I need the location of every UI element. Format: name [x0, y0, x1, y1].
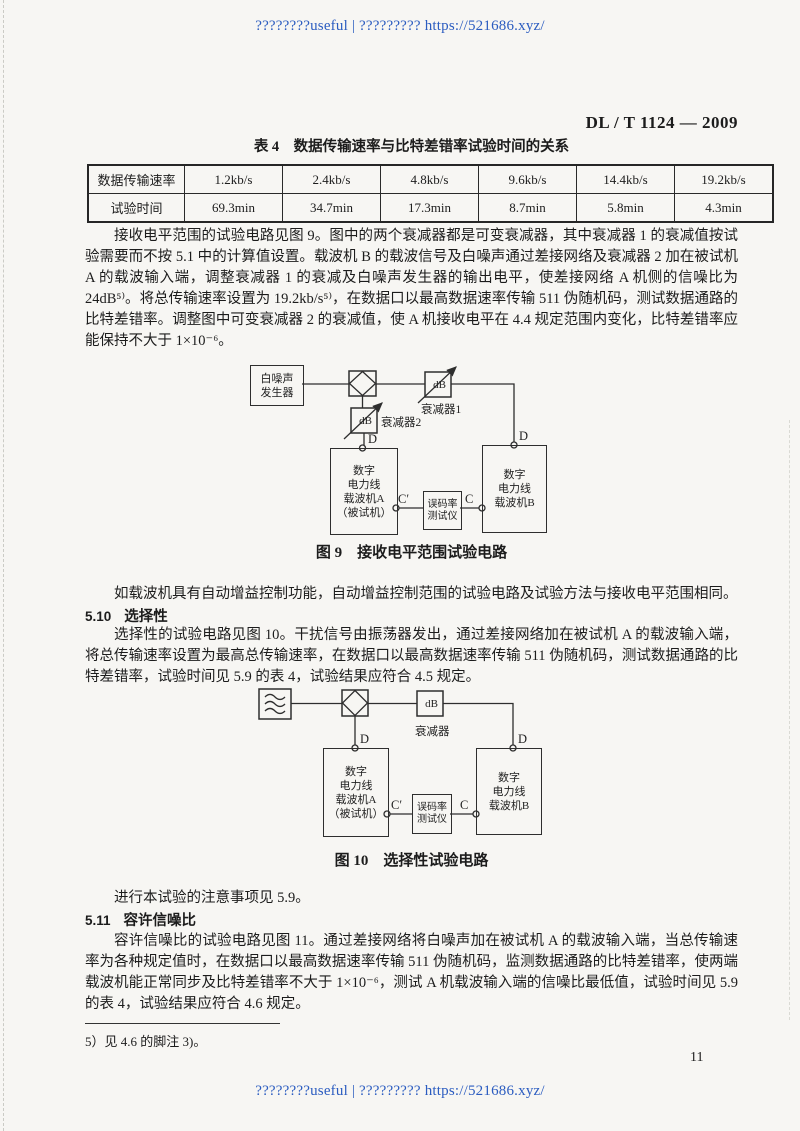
- table-cell: 19.2kb/s: [674, 164, 774, 194]
- port-c-prime-label: C′: [398, 492, 410, 506]
- table-cell: 34.7min: [282, 193, 381, 223]
- port-d-label: D: [368, 432, 378, 446]
- watermark-top: ????????useful | ????????? https://52168…: [255, 18, 545, 34]
- section-number: 5.11: [85, 913, 111, 928]
- figure-9-caption: 图 9 接收电平范围试验电路: [315, 545, 508, 561]
- figure-10-diagram: dB 衰减器 D D C′ C 数字 电力线 载波机A （被试机） 数字 电力线…: [250, 686, 550, 838]
- ber-tester-box: 误码率 测试仪: [423, 491, 462, 530]
- table-cell: 69.3min: [184, 193, 283, 223]
- doc-number: DL / T 1124 — 2009: [585, 113, 738, 132]
- table-cell: 8.7min: [478, 193, 577, 223]
- section-title: 选择性: [124, 609, 168, 625]
- table-cell: 5.8min: [576, 193, 675, 223]
- watermark-bottom: ????????useful | ????????? https://52168…: [255, 1083, 545, 1099]
- table-cell: 17.3min: [380, 193, 479, 223]
- carrier-b-box: 数字 电力线 载波机B: [482, 445, 547, 533]
- paragraph-selectivity: 选择性的试验电路见图 10。干扰信号由振荡器发出，通过差接网络加在被试机 A 的…: [85, 627, 738, 685]
- port-c-label: C: [465, 492, 474, 506]
- attenuator2-label: 衰减器2: [381, 417, 422, 429]
- attenuator-label: 衰减器: [415, 726, 450, 738]
- paragraph-receive-level: 接收电平范围的试验电路见图 9。图中的两个衰减器都是可变衰减器，其中衰减器 1 …: [85, 228, 738, 349]
- scan-edge-left: [3, 0, 4, 1131]
- carrier-a-box: 数字 电力线 载波机A （被试机）: [330, 448, 398, 535]
- port-d-label: D: [519, 429, 529, 443]
- paragraph-snr: 容许信噪比的试验电路见图 11。通过差接网络将白噪声加在被试机 A 的载波输入端…: [85, 933, 738, 1012]
- table-row: 试验时间 69.3min 34.7min 17.3min 8.7min 5.8m…: [87, 193, 774, 223]
- figure-10-caption: 图 10 选择性试验电路: [334, 853, 489, 869]
- section-heading-5-11: 5.11 容许信噪比: [85, 909, 196, 930]
- figure-9-wiring: [302, 366, 518, 512]
- section-title: 容许信噪比: [123, 913, 197, 929]
- attenuator1-label: 衰减器1: [421, 404, 462, 416]
- figure-9-diagram: 白噪声 发生器 dB dB 衰减器1 衰减器2 D D C′ C 数字 电力线 …: [245, 362, 555, 537]
- scan-edge-right: [789, 420, 790, 1020]
- attenuator1-db-label: dB: [433, 378, 446, 391]
- table-row-header: 试验时间: [87, 193, 185, 223]
- footnote-divider: [85, 1023, 280, 1024]
- paragraph-note: 进行本试验的注意事项见 5.9。: [114, 890, 310, 906]
- table-cell: 1.2kb/s: [184, 164, 283, 194]
- ber-tester-box: 误码率 测试仪: [412, 794, 452, 834]
- table-cell: 4.8kb/s: [380, 164, 479, 194]
- table-row: 数据传输速率 1.2kb/s 2.4kb/s 4.8kb/s 9.6kb/s 1…: [87, 164, 774, 194]
- white-noise-generator-box: 白噪声 发生器: [250, 365, 304, 406]
- port-c-label: C: [460, 798, 469, 812]
- section-heading-5-10: 5.10 选择性: [85, 605, 168, 626]
- table-4: 数据传输速率 1.2kb/s 2.4kb/s 4.8kb/s 9.6kb/s 1…: [87, 164, 774, 223]
- attenuator2-db-label: dB: [359, 414, 372, 427]
- attenuator-db-label: dB: [425, 697, 438, 710]
- page-number: 11: [690, 1050, 704, 1065]
- carrier-a-box: 数字 电力线 载波机A （被试机）: [323, 748, 389, 837]
- port-c-prime-label: C′: [391, 798, 403, 812]
- table-cell: 14.4kb/s: [576, 164, 675, 194]
- table-cell: 2.4kb/s: [282, 164, 381, 194]
- port-d-label: D: [360, 732, 370, 746]
- paragraph-agc: 如载波机具有自动增益控制功能，自动增益控制范围的试验电路及试验方法与接收电平范围…: [114, 586, 738, 602]
- table-4-title: 表 4 数据传输速率与比特差错率试验时间的关系: [253, 139, 570, 155]
- section-number: 5.10: [85, 609, 112, 624]
- table-row-header: 数据传输速率: [87, 164, 185, 194]
- table-cell: 9.6kb/s: [478, 164, 577, 194]
- footnote-text: 5）见 4.6 的脚注 3)。: [85, 1034, 207, 1049]
- port-d-label: D: [518, 732, 528, 746]
- table-cell: 4.3min: [674, 193, 774, 223]
- carrier-b-box: 数字 电力线 载波机B: [476, 748, 542, 835]
